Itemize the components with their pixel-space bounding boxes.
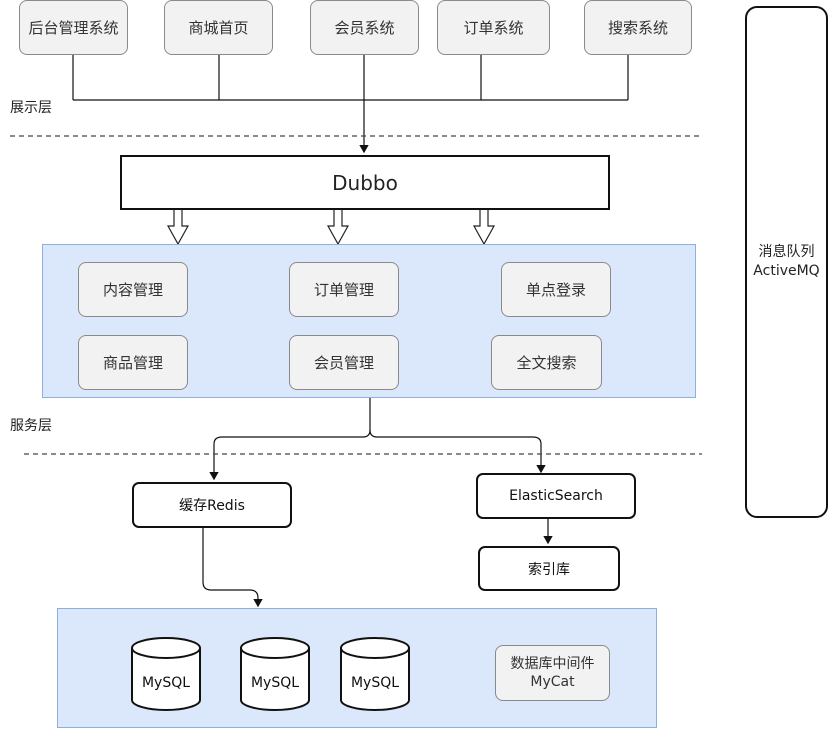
presentation-item-mall-home: 商城首页 (164, 0, 273, 55)
mysql-cylinder-2 (240, 637, 310, 711)
service-item-label: 内容管理 (102, 281, 163, 299)
message-queue-label-line2: ActiveMQ (753, 263, 820, 279)
service-item-label: 单点登录 (525, 281, 586, 299)
presentation-item-label: 会员系统 (334, 19, 395, 37)
message-queue-box: 消息队列 ActiveMQ (745, 6, 828, 518)
cache-redis-box: 缓存Redis (132, 482, 292, 528)
service-item-label: 会员管理 (313, 354, 374, 372)
service-member-management: 会员管理 (289, 335, 399, 390)
mycat-label-line1: 数据库中间件 (510, 656, 595, 672)
presentation-layer-label: 展示层 (10, 100, 52, 116)
mycat-label-line2: MyCat (530, 674, 575, 690)
presentation-item-label: 订单系统 (463, 19, 524, 37)
dubbo-label: Dubbo (332, 170, 398, 195)
elasticsearch-box: ElasticSearch (476, 473, 636, 519)
mycat-middleware-box: 数据库中间件 MyCat (495, 645, 610, 701)
cache-redis-label: 缓存Redis (179, 498, 245, 514)
presentation-item-member: 会员系统 (310, 0, 419, 55)
elasticsearch-label: ElasticSearch (509, 488, 603, 504)
service-layer-label: 服务层 (10, 418, 52, 434)
presentation-item-search: 搜索系统 (584, 0, 692, 55)
service-item-label: 订单管理 (313, 281, 374, 299)
mysql-cylinder-1 (131, 637, 201, 711)
service-item-label: 商品管理 (102, 354, 163, 372)
service-single-sign-on: 单点登录 (501, 262, 611, 317)
presentation-item-label: 后台管理系统 (28, 19, 119, 37)
service-item-label: 全文搜索 (516, 354, 577, 372)
message-queue-label-line1: 消息队列 (758, 244, 815, 260)
service-product-management: 商品管理 (78, 335, 188, 390)
presentation-item-admin: 后台管理系统 (19, 0, 128, 55)
presentation-item-order: 订单系统 (437, 0, 550, 55)
service-full-text-search: 全文搜索 (491, 335, 602, 390)
presentation-item-label: 商城首页 (188, 19, 249, 37)
service-content-management: 内容管理 (78, 262, 188, 317)
mysql-cylinder-3 (340, 637, 410, 711)
index-library-box: 索引库 (478, 546, 620, 591)
mysql-label-1: MySQL (141, 675, 191, 691)
service-order-management: 订单管理 (289, 262, 399, 317)
presentation-item-label: 搜索系统 (607, 19, 668, 37)
dubbo-box: Dubbo (120, 155, 610, 210)
index-library-label: 索引库 (528, 561, 570, 578)
mysql-label-2: MySQL (250, 675, 300, 691)
mysql-label-3: MySQL (350, 675, 400, 691)
